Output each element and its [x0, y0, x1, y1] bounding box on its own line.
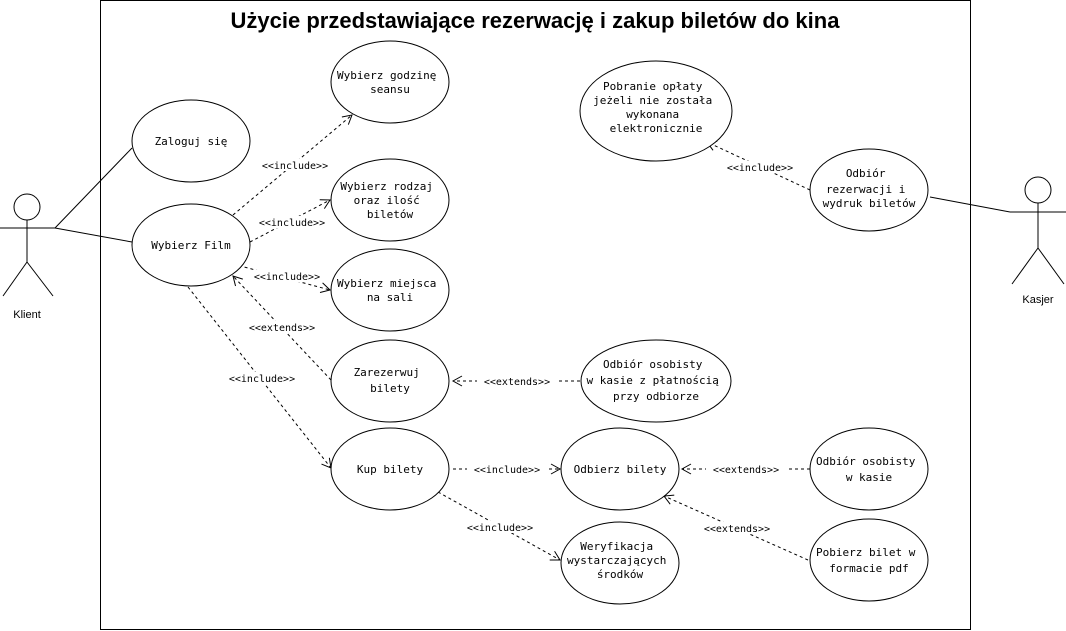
use-case-select-seats: Wybierz miejsca na sali — [330, 248, 450, 332]
use-case-reserve: Zarezerwuj bilety — [330, 339, 450, 423]
use-case-verify: Weryfikacja wystarczających środków — [560, 521, 680, 605]
use-case-select-type: Wybierz rodzaj oraz ilość biletów — [330, 158, 450, 242]
use-case-select-seats-line-2: na sali — [367, 291, 413, 304]
use-case-reserve-line-1: Zarezerwuj — [354, 366, 420, 379]
assoc-client-login — [54, 147, 133, 229]
relation-labels: <<include>> <<include>> <<include>> <<ex… — [222, 159, 800, 535]
actor-client: Klient — [0, 193, 55, 321]
use-case-select-type-line-2: oraz ilość — [354, 194, 420, 207]
use-case-download-pdf: Pobierz bilet w formacie pdf — [809, 518, 929, 602]
svg-text:Kup bilety: Kup bilety — [357, 463, 424, 476]
use-case-payment-line-2: jeżeli nie została — [593, 94, 712, 107]
svg-text:Pobierz bilet w formacie: Pobierz bilet w formacie pdf — [816, 546, 922, 575]
use-case-payment-line-4: elektronicznie — [610, 122, 703, 135]
use-case-download-pdf-line-1: Pobierz bilet w — [816, 546, 916, 559]
use-case-payment-line-3: wykonana — [626, 108, 679, 121]
label-include-seats: <<include>> — [254, 272, 320, 283]
use-case-pickup: Odbierz bilety — [560, 427, 680, 511]
svg-text:Odbiór osobisty w kasie: Odbiór osobisty w kasie z płatnością prz… — [586, 358, 725, 403]
use-case-pickup-pay-line-3: przy odbiorze — [613, 390, 699, 403]
use-case-select-film: Wybierz Film — [131, 203, 251, 287]
use-case-buy-line: Kup bilety — [357, 463, 424, 476]
actor-cashier-label: Kasjer — [1022, 294, 1054, 306]
label-include-time: <<include>> — [262, 161, 328, 172]
label-extends-reserve: <<extends>> — [249, 323, 315, 334]
use-case-select-type-line-1: Wybierz rodzaj — [340, 180, 433, 193]
use-case-select-time-line-2: seansu — [370, 83, 410, 96]
actor-cashier-head — [1024, 176, 1052, 204]
use-case-select-type-line-3: biletów — [367, 208, 414, 221]
rel-buy-verify — [437, 491, 561, 561]
use-case-reserve-line-2: bilety — [370, 382, 410, 395]
label-include-payment: <<include>> — [727, 163, 793, 174]
assoc-client-film — [54, 227, 133, 243]
svg-text:Odbiór rezerwacji i: Odbiór rezerwacji i wydruk biletów — [823, 167, 916, 210]
svg-text:Pobranie opłaty jeżeli n: Pobranie opłaty jeżeli nie została wykon… — [593, 80, 719, 135]
diagram-title: Użycie przedstawiające rezerwację i zaku… — [231, 8, 841, 33]
use-case-cashier-pickup-line-3: wydruk biletów — [823, 197, 916, 210]
svg-text:Odbiór osobisty w kasie: Odbiór osobisty w kasie — [816, 455, 922, 484]
use-case-select-time: Wybierz godzinę seansu — [330, 40, 450, 124]
svg-text:Wybierz Film: Wybierz Film — [151, 239, 231, 252]
use-case-payment: Pobranie opłaty jeżeli nie została wykon… — [579, 60, 733, 162]
actor-cashier: Kasjer — [1010, 176, 1066, 306]
use-case-download-pdf-line-2: formacie pdf — [829, 562, 908, 575]
svg-text:Wybierz rodzaj oraz iloś: Wybierz rodzaj oraz ilość biletów — [340, 180, 439, 221]
label-extends-cash: <<extends>> — [713, 465, 779, 476]
actor-client-label: Klient — [13, 309, 41, 321]
use-case-pickup-pay-line-2: w kasie z płatnością — [586, 374, 719, 387]
use-case-select-seats-line-1: Wybierz miejsca — [337, 277, 436, 290]
use-case-login-line: Zaloguj się — [155, 135, 228, 148]
label-extends-pdf: <<extends>> — [704, 524, 770, 535]
use-case-select-film-line: Wybierz Film — [151, 239, 231, 252]
use-case-pickup-cash: Odbiór osobisty w kasie — [809, 427, 929, 511]
use-case-select-time-line-1: Wybierz godzinę — [337, 69, 436, 82]
label-include-buy: <<include>> — [229, 374, 295, 385]
use-case-verify-line-3: środków — [597, 568, 644, 581]
use-case-cashier-pickup-line-1: Odbiór — [846, 167, 886, 180]
use-case-login: Zaloguj się — [131, 99, 251, 183]
use-case-cashier-pickup: Odbiór rezerwacji i wydruk biletów — [809, 148, 929, 232]
svg-text:Wybierz miejsca na sali: Wybierz miejsca na sali — [337, 277, 443, 304]
use-case-cashier-pickup-line-2: rezerwacji i — [826, 183, 905, 196]
label-extends-pickuppay: <<extends>> — [484, 377, 550, 388]
label-include-verify: <<include>> — [467, 523, 533, 534]
svg-text:Wybierz godzinę seansu: Wybierz godzinę seansu — [337, 69, 443, 96]
use-case-pickup-cash-line-2: w kasie — [846, 471, 892, 484]
svg-text:Odbierz bilety: Odbierz bilety — [574, 463, 667, 476]
svg-text:Weryfikacja wystarczając: Weryfikacja wystarczających środków — [567, 540, 673, 581]
use-case-buy: Kup bilety — [330, 427, 450, 511]
use-case-pickup-cash-line-1: Odbiór osobisty — [816, 455, 916, 468]
use-case-pickup-line: Odbierz bilety — [574, 463, 667, 476]
label-include-type: <<include>> — [259, 218, 325, 229]
use-case-payment-line-1: Pobranie opłaty — [603, 80, 703, 93]
rel-film-time — [232, 114, 353, 216]
svg-text:Zarezerwuj bilety: Zarezerwuj bilety — [354, 366, 427, 395]
use-case-verify-line-1: Weryfikacja — [580, 540, 653, 553]
label-include-pickup: <<include>> — [474, 465, 540, 476]
use-case-verify-line-2: wystarczających — [567, 554, 666, 567]
use-case-pickup-pay: Odbiór osobisty w kasie z płatnością prz… — [580, 339, 732, 423]
assoc-cashier-pickup — [929, 196, 1011, 213]
svg-text:Zaloguj się: Zaloguj się — [155, 135, 228, 148]
use-case-pickup-pay-line-1: Odbiór osobisty — [603, 358, 703, 371]
actor-client-head — [13, 193, 41, 221]
